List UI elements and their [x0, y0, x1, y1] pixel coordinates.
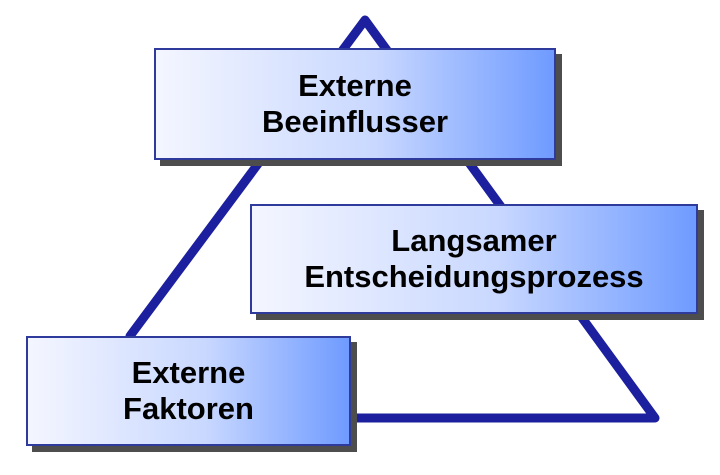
box-label-line-1: Externe — [131, 355, 246, 390]
box-label-line-2: Beeinflusser — [261, 104, 449, 139]
box-externe-faktoren: Externe Faktoren — [26, 336, 351, 446]
box-label-line-1: Externe — [298, 68, 412, 103]
box-label-line-2: Faktoren — [123, 391, 254, 426]
box-label-line-1: Langsamer — [391, 223, 557, 258]
box-label-line-2: Entscheidungsprozess — [304, 259, 644, 294]
box-langsamer-entscheidungsprozess: Langsamer Entscheidungsprozess — [250, 204, 698, 314]
box-label: Externe Faktoren — [123, 355, 254, 427]
box-externe-beeinflusser: Externe Beeinflusser — [154, 48, 556, 160]
box-label: Langsamer Entscheidungsprozess — [304, 223, 643, 295]
box-label: Externe Beeinflusser — [262, 68, 448, 140]
